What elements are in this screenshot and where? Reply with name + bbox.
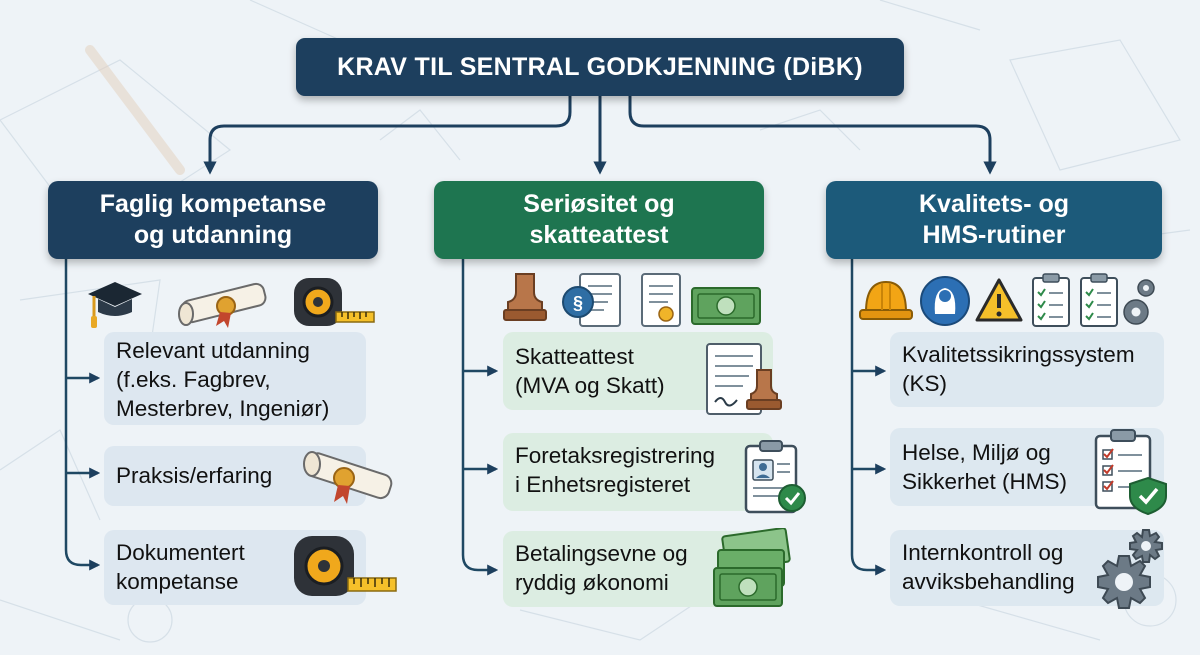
item-line: (KS) [902,371,947,396]
main-title-text: KRAV TIL SENTRAL GODKJENNING (DiBK) [337,52,863,81]
header-line: og utdanning [133,221,293,249]
item-line: Relevant utdanning [116,338,310,363]
header-line: Seriøsitet og [523,190,675,218]
item-line: Skatteattest [515,344,634,369]
column-header-kvalitet: Kvalitets- og HMS-rutiner [826,181,1162,259]
banknote-icon [691,287,761,325]
hard-hat-icon [859,280,913,320]
column-header-faglig: Faglig kompetanse og utdanning [48,181,378,259]
graduation-cap-icon [88,282,142,328]
rubber-stamp-icon [503,273,547,321]
header-line: Kvalitets- og [918,190,1070,218]
signed-document-stamp-icon [706,343,782,415]
item-line: (MVA og Skatt) [515,373,665,398]
diploma-scroll-icon [303,451,393,504]
item-line: Helse, Miljø og [902,440,1051,465]
item-line: Praksis/erfaring [116,463,273,488]
header-line: HMS-rutiner [922,221,1066,249]
gears-icon [1123,279,1155,325]
header-line: Faglig kompetanse [99,190,327,218]
clipboard-id-check-icon [744,440,806,514]
svg-text:§: § [573,293,583,313]
checklist-icon [1080,273,1118,327]
column-header-seriositet: Seriøsitet og skatteattest [434,181,764,259]
checklist-icon [1032,273,1070,327]
tape-measure-icon [294,278,375,326]
item-line: i Enhetsregisteret [515,472,691,497]
head-protection-icon [920,276,970,326]
item-line: ryddig økonomi [515,570,669,595]
item-line: kompetanse [116,569,239,594]
item-line: Kvalitetssikringssystem [902,342,1135,367]
checklist-shield-icon [1094,429,1167,516]
diploma-scroll-icon [178,282,267,328]
item-line: (f.eks. Fagbrev, [116,367,271,392]
item-line: Mesterbrev, Ingeniør) [116,396,330,421]
warning-triangle-icon [975,278,1023,322]
item-foretaksregistrering: Foretaksregistrering i Enhetsregisteret [503,433,773,511]
item-kvalitetssikringssystem: Kvalitetssikringssystem (KS) [890,332,1164,407]
banknotes-icon [713,528,791,607]
legal-document-icon: § [562,273,621,327]
header-line: skatteattest [529,221,669,249]
tape-measure-icon [294,536,397,596]
gears-icon [1097,529,1163,609]
item-line: Internkontroll og [902,540,1064,565]
item-line: Dokumentert [116,540,245,565]
main-title: KRAV TIL SENTRAL GODKJENNING (DiBK) [296,38,904,96]
item-line: Foretaksregistrering [515,443,716,468]
item-praksis-erfaring: Praksis/erfaring [104,446,366,506]
item-line: Betalingsevne og [515,541,688,566]
item-relevant-utdanning: Relevant utdanning (f.eks. Fagbrev, Mest… [104,332,366,425]
certificate-document-icon [641,273,681,327]
item-line: avviksbehandling [902,569,1075,594]
item-line: Sikkerhet (HMS) [902,469,1068,494]
